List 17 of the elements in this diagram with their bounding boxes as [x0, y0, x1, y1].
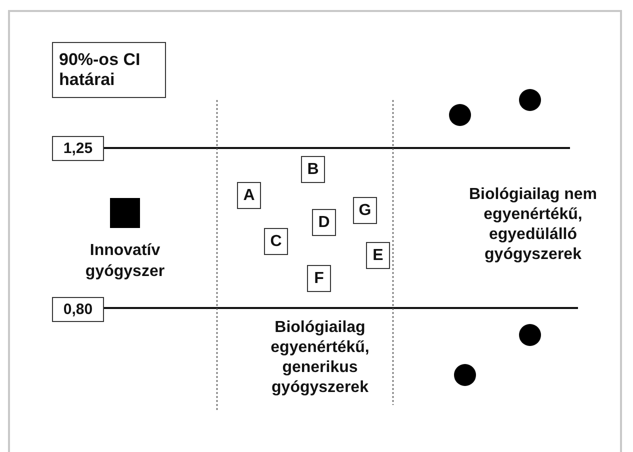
value-box: 1,25	[52, 136, 104, 161]
letter-box: C	[264, 228, 288, 255]
title-box: 90%-os CI határai	[52, 42, 166, 98]
letter-box: E	[366, 242, 390, 269]
dot-marker	[519, 89, 541, 111]
letter-box: D	[312, 209, 336, 236]
dot-marker	[454, 364, 476, 386]
group-label: Biológiailag nem egyenértékű, egyedülálló gyógyszerek	[468, 185, 598, 265]
letter-box: F	[307, 265, 331, 292]
dot-marker	[449, 104, 471, 126]
letter-box: B	[301, 156, 325, 183]
group-label: Biológiailag egyenértékű, generikus gyógyszerek	[270, 318, 370, 398]
letter-box: G	[353, 197, 377, 224]
value-box: 0,80	[52, 297, 104, 322]
letter-box: A	[237, 182, 261, 209]
drug-label: Innovatív gyógyszer	[84, 241, 166, 282]
dot-marker	[519, 324, 541, 346]
